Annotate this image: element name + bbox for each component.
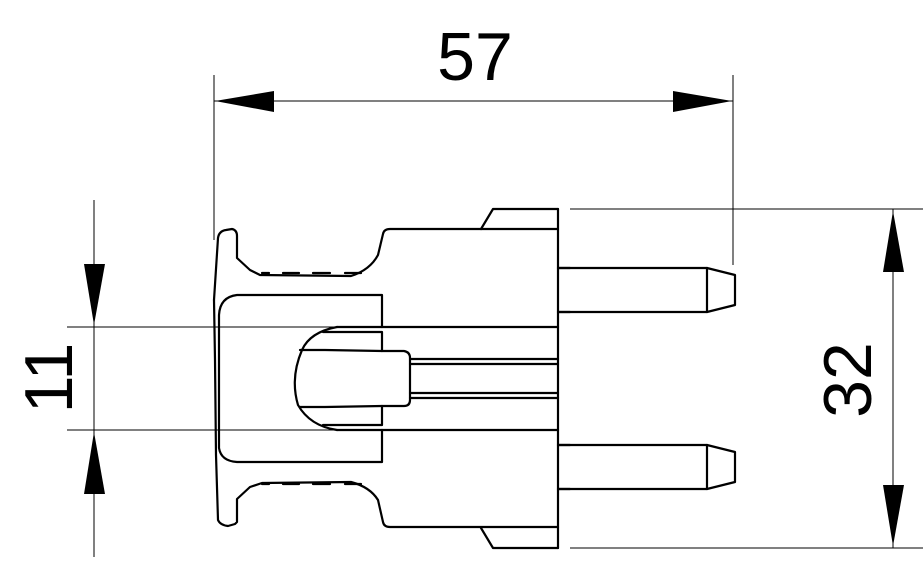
- dimension-center: 11: [11, 200, 558, 557]
- flange-bottom: [212, 298, 560, 529]
- dimension-length: 57: [213, 19, 734, 265]
- dimension-label-center: 11: [11, 343, 87, 414]
- dimension-height: 32: [570, 208, 923, 549]
- arrow-up-icon: [84, 432, 105, 494]
- inner-recess: [217, 293, 384, 464]
- dimension-label-height: 32: [810, 342, 886, 418]
- arrow-down-icon: [883, 485, 904, 546]
- dimension-label-length: 57: [437, 19, 513, 95]
- latch-cap: [298, 348, 384, 409]
- latch-inner: [321, 330, 412, 427]
- arrow-down-icon: [84, 264, 105, 325]
- latch-outer: [293, 325, 339, 432]
- flange: [212, 227, 560, 302]
- arrow-right-icon: [673, 91, 732, 112]
- pin-top: [556, 266, 737, 314]
- arrow-up-icon: [883, 211, 904, 272]
- top-tab: [479, 207, 560, 231]
- plug-body: [212, 207, 572, 550]
- arrow-left-icon: [215, 91, 274, 112]
- pin-bottom: [556, 443, 737, 491]
- bottom-tab: [479, 526, 560, 550]
